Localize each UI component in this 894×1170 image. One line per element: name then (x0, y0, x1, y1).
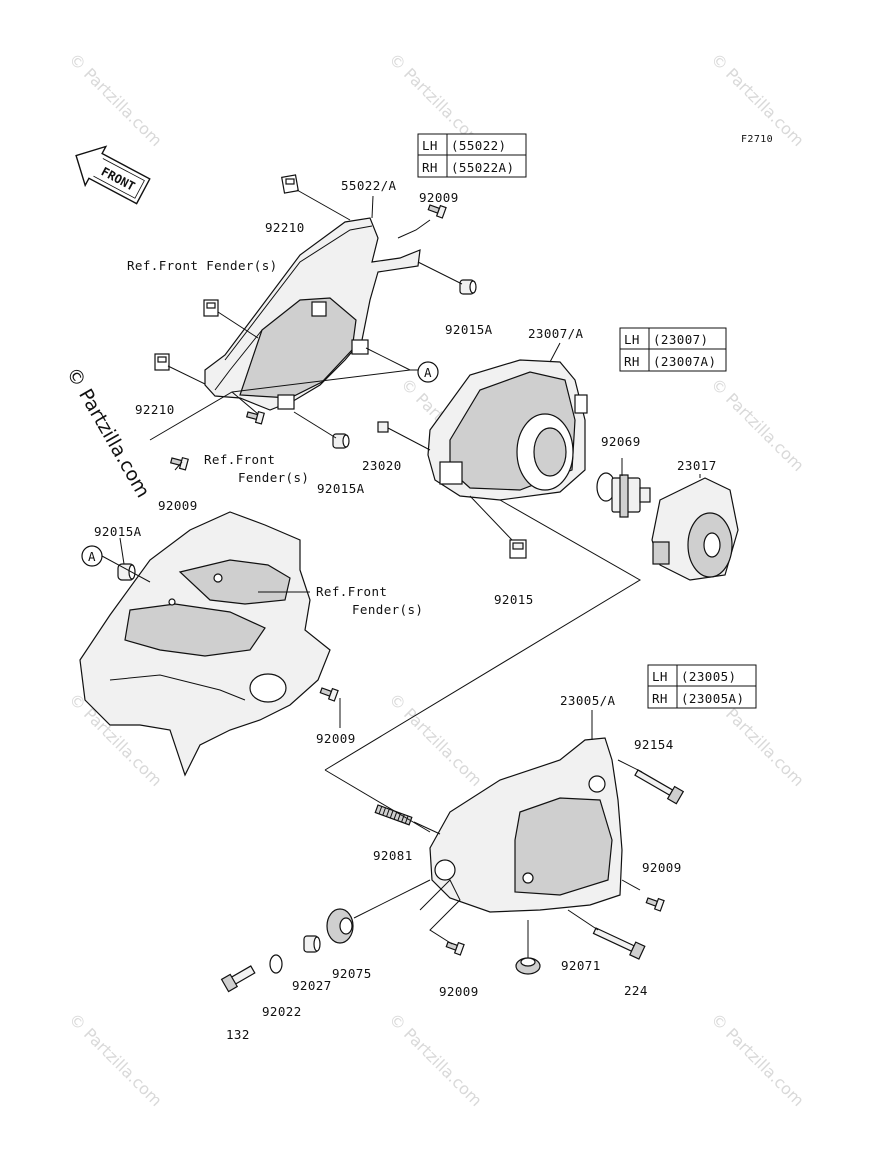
part-label: Ref.Front (316, 584, 387, 599)
collar-92015a-top (459, 279, 477, 295)
spring-92081 (374, 804, 413, 826)
table-cell: LH (624, 332, 640, 347)
part-label: 23017 (677, 458, 717, 473)
watermark: © Partzilla.com (385, 1009, 486, 1110)
table-cell: (23005) (681, 669, 736, 684)
part-label: Fender(s) (352, 602, 423, 617)
collar-92015a-mid (332, 433, 350, 449)
clip-92210-mid (203, 299, 219, 317)
washer-92022 (269, 954, 283, 974)
bolt-224 (592, 927, 646, 960)
part-label: Fender(s) (238, 470, 309, 485)
part-label: 23005/A (560, 693, 616, 708)
leader-lines-housing (324, 710, 643, 958)
screw-92009-housing-bottom (445, 941, 465, 956)
part-label: 92009 (642, 860, 682, 875)
table-cell: (23007) (653, 332, 708, 347)
part-label: 92022 (262, 1004, 302, 1019)
headlight-bracket-55022 (204, 217, 421, 411)
clip-92210-top (281, 174, 299, 194)
clip-92210-left (154, 353, 170, 371)
part-label: 23020 (362, 458, 402, 473)
part-label: 92081 (373, 848, 413, 863)
part-label: 92075 (332, 966, 372, 981)
part-label: 92009 (419, 190, 459, 205)
part-label: 92210 (135, 402, 175, 417)
leader-lines-top (149, 189, 463, 471)
headlight-housing-23005 (429, 737, 623, 913)
table-cell: (23005A) (681, 691, 744, 706)
table-cell: (23007A) (653, 354, 716, 369)
table-cell: RH (422, 160, 438, 175)
watermark-large: © Partzilla.com (62, 364, 154, 502)
table-cell: LH (652, 669, 668, 684)
part-label: 132 (226, 1027, 250, 1042)
table-cell: LH (422, 138, 438, 153)
part-label: 92154 (634, 737, 674, 752)
watermark: © Partzilla.com (385, 689, 486, 790)
dust-cover-23017 (651, 477, 739, 581)
screw-92009-fender (319, 687, 339, 702)
part-label: 92009 (439, 984, 479, 999)
part-label: 92015A (445, 322, 493, 337)
callout-a-top: A (417, 361, 439, 383)
part-label: 92009 (316, 731, 356, 746)
leader-lines-headlight (324, 342, 701, 771)
figure-code: F2710 (741, 134, 773, 145)
watermark: © Partzilla.com (65, 1009, 166, 1110)
part-label: 92071 (561, 958, 601, 973)
part-label: 92015A (317, 481, 365, 496)
collar-92027 (303, 935, 321, 953)
part-label: 55022/A (341, 178, 397, 193)
part-label: 92027 (292, 978, 332, 993)
part-label: 92015 (494, 592, 534, 607)
front-arrow-icon: FRONT (75, 145, 151, 205)
part-label: Ref.Front Fender(s) (127, 258, 278, 273)
bulb-92069 (596, 472, 651, 518)
callout-a-label: A (88, 549, 96, 564)
bolt-132 (220, 965, 256, 993)
headlight-unit-23007 (427, 359, 588, 501)
table-cell: RH (624, 354, 640, 369)
callout-a-left: A (81, 545, 103, 567)
table-cell: RH (652, 691, 668, 706)
screw-92009-left (169, 456, 189, 471)
table-cell: (55022A) (451, 160, 514, 175)
clip-23020 (377, 421, 389, 433)
variant-table-55022: LH (55022) RH (55022A) (417, 133, 527, 178)
screw-92009-top (427, 204, 447, 219)
part-label: 92009 (158, 498, 198, 513)
table-cell: (55022) (451, 138, 506, 153)
variant-table-23005: LH (23005) RH (23005A) (647, 664, 757, 709)
screw-92009-housing-right (645, 897, 665, 912)
clip-92015 (509, 539, 527, 559)
grommet-92071 (515, 957, 541, 975)
part-label: 92210 (265, 220, 305, 235)
watermark: © Partzilla.com (707, 374, 808, 475)
part-label: Ref.Front (204, 452, 275, 467)
watermark: © Partzilla.com (707, 1009, 808, 1110)
callout-a-label: A (424, 365, 432, 380)
bolt-92154 (634, 769, 685, 805)
part-label: 92015A (94, 524, 142, 539)
part-label: 92069 (601, 434, 641, 449)
part-label: 23007/A (528, 326, 584, 341)
variant-table-23007: LH (23007) RH (23007A) (619, 327, 727, 372)
part-labels: 55022/A 92009 92210 Ref.Front Fender(s) … (94, 178, 717, 1042)
grommet-92075 (326, 908, 354, 944)
part-label: 224 (624, 983, 648, 998)
leader-lines-fender (101, 537, 341, 728)
watermark: © Partzilla.com (65, 49, 166, 150)
screw-92009-mid (245, 410, 265, 425)
